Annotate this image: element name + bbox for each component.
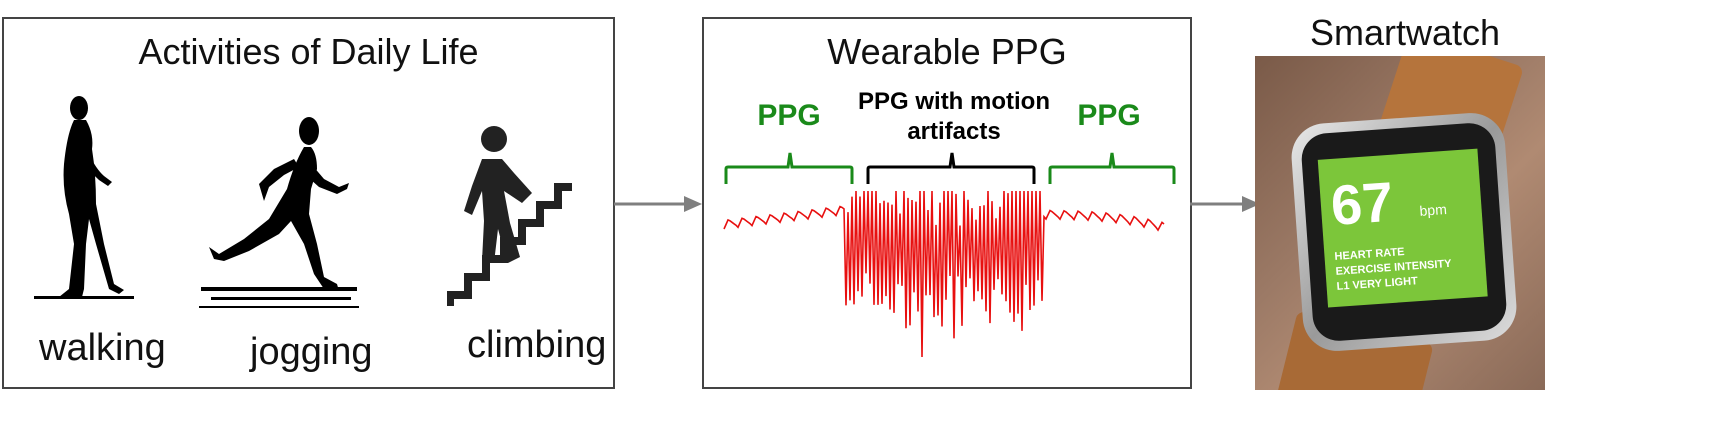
stairs-climbing-icon [447,126,572,306]
arrow-to-smartwatch [1190,196,1260,212]
jogging-label: jogging [250,331,373,373]
smartwatch-photo: 67 bpm HEART RATE EXERCISE INTENSITY L1 … [1255,56,1545,390]
smartwatch-title: Smartwatch [1309,12,1501,53]
ppg-segment-label-middle: PPG with motion artifacts [858,88,1050,145]
heart-rate-value: 67 [1328,169,1396,237]
ppg-segment-label-left: PPG [757,99,821,132]
activities-panel-title: Activities of Daily Life [138,31,479,72]
watch-case: 67 bpm HEART RATE EXERCISE INTENSITY L1 … [1289,110,1519,354]
walking-label: walking [39,327,166,369]
running-figure-icon [199,117,359,308]
segment-brackets [724,152,1176,184]
screen-line-1: HEART RATE [1334,246,1405,263]
climbing-label: climbing [467,324,607,366]
screen-line-3: L1 VERY LIGHT [1336,275,1419,293]
ppg-panel: Wearable PPG PPG PPG with motion artifac… [702,17,1192,389]
watch-screen: 67 bpm HEART RATE EXERCISE INTENSITY L1 … [1317,148,1488,308]
ppg-panel-title: Wearable PPG [827,31,1067,72]
ppg-signal-waveform [723,190,1165,358]
ppg-segment-label-right: PPG [1077,99,1141,132]
heart-rate-unit: bpm [1419,200,1448,219]
arrow-to-ppg [614,196,702,212]
walking-figure-icon [34,96,134,299]
activities-panel: Activities of Daily Life walking jogging… [2,17,615,389]
